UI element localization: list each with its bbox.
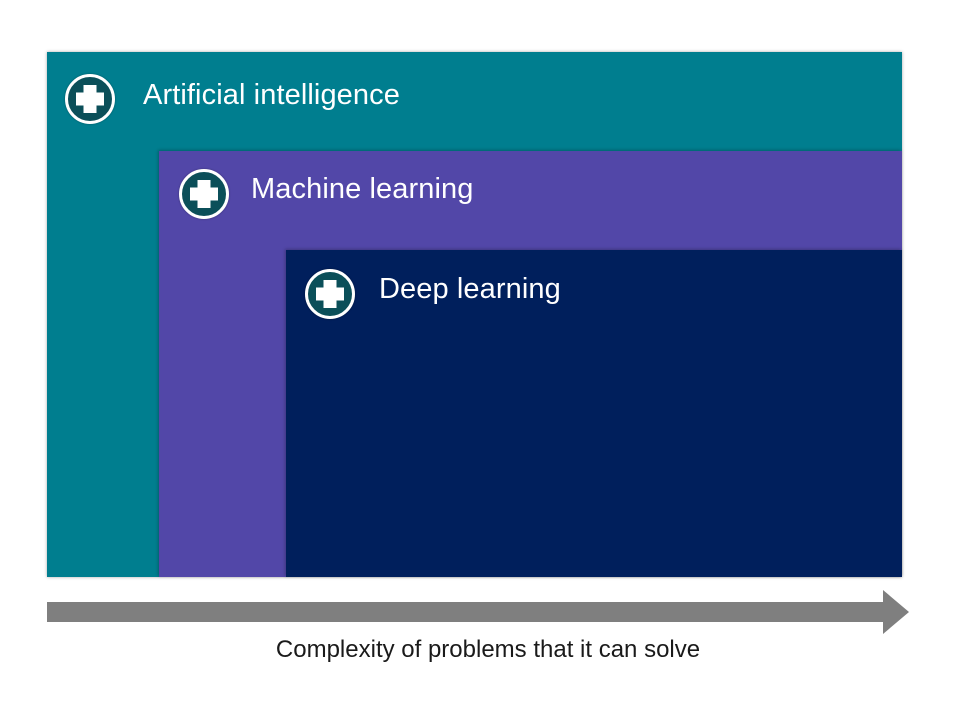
machine-learning-label: Machine learning <box>251 173 474 205</box>
plus-circle-icon[interactable] <box>305 269 355 319</box>
artificial-intelligence-label: Artificial intelligence <box>143 79 400 111</box>
deep-learning-box <box>286 250 902 577</box>
complexity-arrow <box>47 590 909 634</box>
plus-circle-icon[interactable] <box>65 74 115 124</box>
deep-learning-label: Deep learning <box>379 273 561 305</box>
complexity-caption: Complexity of problems that it can solve <box>275 636 701 663</box>
plus-circle-icon[interactable] <box>179 169 229 219</box>
